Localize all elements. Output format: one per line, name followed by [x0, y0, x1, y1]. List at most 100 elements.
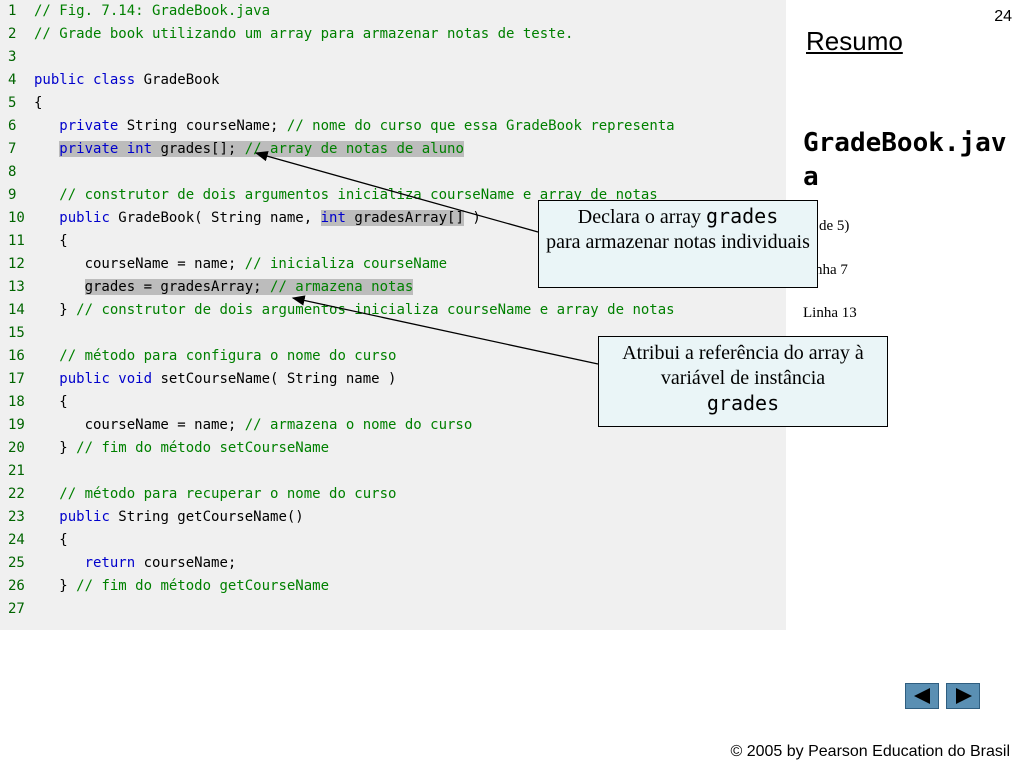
line-number: 8: [8, 164, 17, 180]
code-segment: ): [463, 210, 481, 226]
code-comment: // método para configura o nome do curso: [59, 348, 397, 364]
line-number: 4: [8, 72, 17, 88]
code-comment: // construtor de dois argumentos inicial…: [76, 302, 675, 318]
code-segment: [34, 486, 59, 502]
code-line: 24 {: [0, 529, 786, 552]
line-reference-b: Linha 13: [803, 305, 857, 321]
code-segment: [34, 509, 59, 525]
callout-declare-array: Declara o array grades para armazenar no…: [538, 200, 818, 288]
code-line: 1 // Fig. 7.14: GradeBook.java: [0, 0, 786, 23]
callout-1-post: para armazenar notas individuais: [546, 231, 810, 253]
code-comment: // Grade book utilizando um array para a…: [34, 26, 574, 42]
code-text: {: [34, 92, 42, 115]
code-comment: // armazena notas: [270, 279, 414, 295]
line-number: 18: [8, 394, 25, 410]
code-segment: String courseName;: [118, 118, 287, 134]
code-segment: {: [34, 233, 68, 249]
code-segment: GradeBook( String name,: [109, 210, 321, 226]
line-number: 11: [8, 233, 25, 249]
code-text: public void setCourseName( String name ): [34, 368, 396, 391]
code-text: {: [34, 391, 67, 414]
line-number: 26: [8, 578, 25, 594]
line-number: 6: [8, 118, 17, 134]
code-keyword: public void: [59, 371, 153, 387]
code-segment: GradeBook: [135, 72, 220, 88]
code-text: } // construtor de dois argumentos inici…: [34, 299, 675, 322]
code-line: 5{: [0, 92, 786, 115]
line-number: 7: [8, 141, 17, 157]
code-text: public GradeBook( String name, int grade…: [34, 207, 481, 230]
code-keyword: return: [84, 555, 136, 571]
line-number: 2: [8, 26, 17, 42]
code-comment: // método para recuperar o nome do curso: [59, 486, 397, 502]
line-number: 16: [8, 348, 25, 364]
line-number: 22: [8, 486, 25, 502]
code-segment: [34, 187, 59, 203]
code-keyword: public: [59, 509, 110, 525]
code-segment: [34, 555, 85, 571]
code-text: public String getCourseName(): [34, 506, 304, 529]
code-line: 13 grades = gradesArray; // armazena not…: [0, 276, 786, 299]
line-reference-a: nha 7: [815, 262, 848, 278]
code-keyword: private int: [59, 141, 153, 157]
code-segment: }: [34, 302, 77, 318]
code-line: 8: [0, 161, 786, 184]
code-keyword: public class: [34, 72, 136, 88]
code-keyword: public: [59, 210, 110, 226]
copyright-notice: © 2005 by Pearson Education do Brasil: [730, 743, 1010, 760]
code-segment: }: [34, 578, 77, 594]
code-line: 21: [0, 460, 786, 483]
code-text: return courseName;: [34, 552, 237, 575]
code-segment: [34, 371, 59, 387]
line-number: 1: [8, 3, 17, 19]
code-segment: String getCourseName(): [109, 509, 304, 525]
callout-1-pre: Declara o array: [577, 206, 706, 228]
previous-slide-button[interactable]: [905, 683, 939, 709]
code-comment: // fim do método setCourseName: [76, 440, 330, 456]
code-line: 22 // método para recuperar o nome do cu…: [0, 483, 786, 506]
code-text: // método para configura o nome do curso: [34, 345, 396, 368]
code-text: courseName = name; // armazena o nome do…: [34, 414, 473, 437]
code-text: private int grades[]; // array de notas …: [34, 138, 464, 161]
code-text: {: [34, 230, 68, 253]
line-number: 27: [8, 601, 25, 617]
code-line: 6 private String courseName; // nome do …: [0, 115, 786, 138]
line-number: 13: [8, 279, 25, 295]
code-segment: courseName = name;: [34, 256, 245, 272]
line-number: 15: [8, 325, 25, 341]
code-comment: // nome do curso que essa GradeBook repr…: [286, 118, 675, 134]
line-number: 12: [8, 256, 25, 272]
code-line: 12 courseName = name; // inicializa cour…: [0, 253, 786, 276]
code-line: 26 } // fim do método getCourseName: [0, 575, 786, 598]
code-line: 19 courseName = name; // armazena o nome…: [0, 414, 786, 437]
code-text: // método para recuperar o nome do curso: [34, 483, 396, 506]
code-line: 17 public void setCourseName( String nam…: [0, 368, 786, 391]
code-keyword: int: [320, 210, 346, 226]
code-segment: grades = gradesArray;: [84, 279, 271, 295]
line-number: 23: [8, 509, 25, 525]
line-number: 14: [8, 302, 25, 318]
code-segment: [34, 210, 59, 226]
code-segment: {: [34, 532, 68, 548]
code-line: 14 } // construtor de dois argumentos in…: [0, 299, 786, 322]
code-segment: [34, 348, 59, 364]
code-text: } // fim do método setCourseName: [34, 437, 329, 460]
code-line: 20 } // fim do método setCourseName: [0, 437, 786, 460]
code-line: 25 return courseName;: [0, 552, 786, 575]
line-number: 20: [8, 440, 25, 456]
code-line: 11 {: [0, 230, 786, 253]
code-comment: // Fig. 7.14: GradeBook.java: [34, 3, 271, 19]
line-number: 21: [8, 463, 25, 479]
line-number: 9: [8, 187, 17, 203]
code-line: 23 public String getCourseName(): [0, 506, 786, 529]
page-fragment: de 5): [819, 218, 850, 234]
next-slide-button[interactable]: [946, 683, 980, 709]
code-segment: gradesArray[]: [345, 210, 464, 226]
code-text: } // fim do método getCourseName: [34, 575, 329, 598]
code-line: 2 // Grade book utilizando um array para …: [0, 23, 786, 46]
callout-assign-reference: Atribui a referência do array à variável…: [598, 336, 888, 427]
code-line: 3: [0, 46, 786, 69]
section-title: Resumo: [806, 26, 903, 56]
line-number: 5: [8, 95, 17, 111]
code-text: courseName = name; // inicializa courseN…: [34, 253, 447, 276]
